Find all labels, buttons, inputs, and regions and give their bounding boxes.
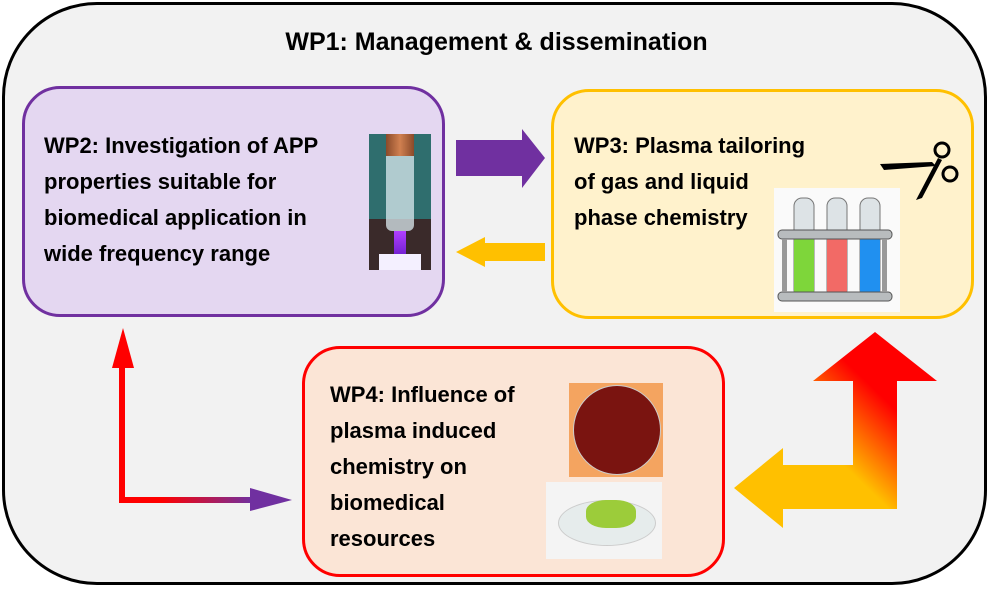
- wp2-line: wide frequency range: [44, 241, 271, 266]
- arrow-head-up-wp2: [112, 328, 134, 368]
- arrow-wp2-to-wp3: [456, 129, 545, 188]
- plasma-jet-photo: [369, 134, 431, 270]
- wp4-line: plasma induced: [330, 418, 497, 443]
- wp4-text: WP4: Influence of plasma induced chemist…: [330, 377, 515, 557]
- wp2-text: WP2: Investigation of APP properties sui…: [44, 128, 318, 272]
- wp2-line: WP2: Investigation of APP: [44, 133, 319, 158]
- wp4-line: biomedical: [330, 490, 445, 515]
- wp4-line: chemistry on: [330, 454, 467, 479]
- wp1-title: WP1: Management & dissemination: [285, 28, 708, 56]
- wp2-line: properties suitable for: [44, 169, 277, 194]
- test-tubes-illustration: [774, 188, 900, 312]
- petri-dish-plants-photo: [546, 482, 662, 559]
- wp3-line: of gas and liquid: [574, 169, 749, 194]
- wp4-line: WP4: Influence of: [330, 382, 515, 407]
- arrow-wp3-wp4-connector: [734, 332, 937, 528]
- wp2-line: biomedical application in: [44, 205, 307, 230]
- arrow-wp3-to-wp2: [456, 237, 545, 267]
- wp3-line: WP3: Plasma tailoring: [574, 133, 806, 158]
- wp3-line: phase chemistry: [574, 205, 748, 230]
- wp3-text: WP3: Plasma tailoring of gas and liquid …: [574, 128, 805, 236]
- wp3-box: [551, 89, 974, 319]
- petri-dish-bacteria-photo: [569, 383, 663, 477]
- wp4-line: resources: [330, 526, 436, 551]
- arrow-head-right-wp4: [250, 488, 292, 511]
- arrow-wp4-wp2-connector: [119, 368, 252, 503]
- scissors-icon: [880, 140, 960, 200]
